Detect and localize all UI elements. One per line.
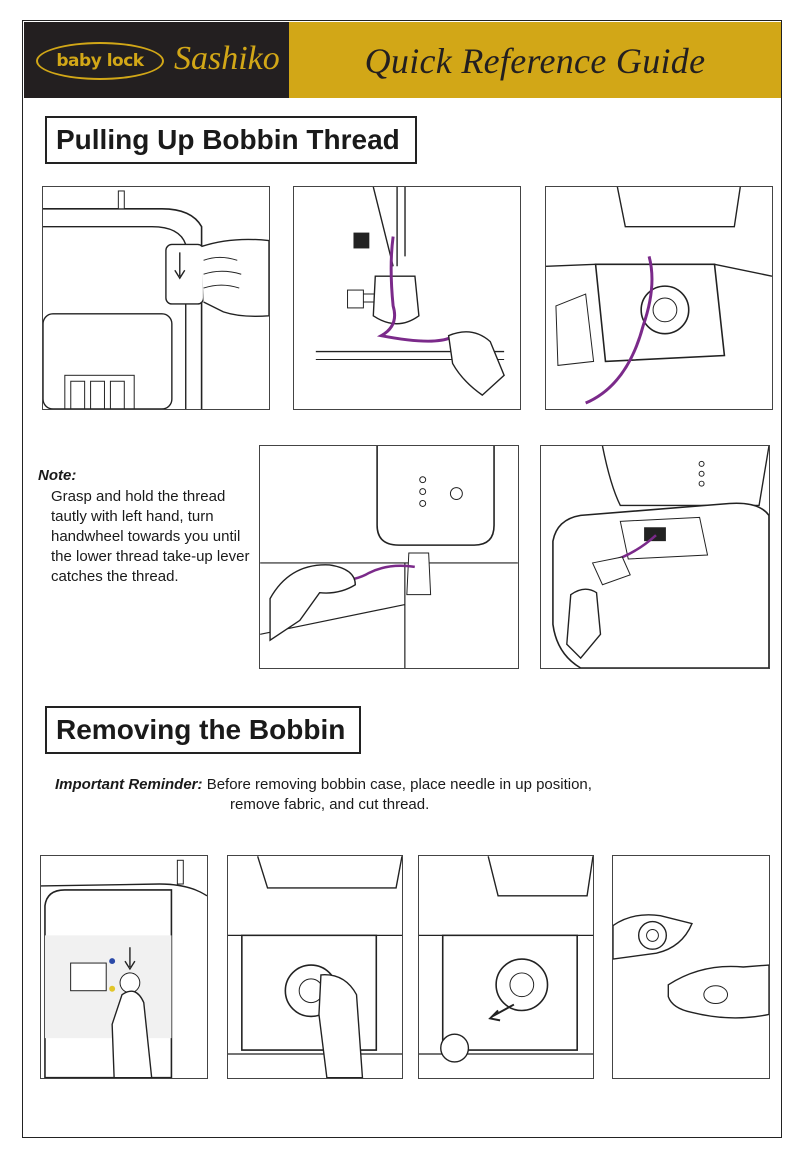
model-name: Sashiko — [174, 40, 280, 77]
step-image-bobbin-thread-loop — [545, 186, 773, 410]
title-block: Quick Reference Guide — [289, 22, 781, 98]
reminder-label: Important Reminder: — [55, 776, 203, 793]
needle-position-button-icon — [41, 859, 207, 1078]
needle-thread-pull-icon — [315, 187, 505, 397]
step-image-open-cover — [227, 855, 403, 1079]
open-hook-cover-icon — [228, 856, 402, 1078]
step-image-remove-case — [418, 855, 594, 1079]
reminder-text-line2: remove fabric, and cut thread. — [230, 796, 430, 813]
remove-bobbin-case-icon — [419, 856, 593, 1063]
reminder-text-line1: Before removing bobbin case, place needl… — [206, 776, 592, 793]
page-frame — [22, 20, 782, 1138]
note-text: Grasp and hold the thread tautly with le… — [51, 488, 250, 585]
step-image-pull-thread-up — [293, 186, 521, 410]
step-image-case-in-hand — [612, 855, 770, 1079]
bobbin-case-in-hand-icon — [613, 914, 769, 1019]
brand-block: baby lock Sashiko — [24, 22, 289, 98]
step-image-turn-handwheel — [42, 186, 270, 410]
step-image-thread-under-foot — [540, 445, 770, 669]
header-banner: baby lock Sashiko Quick Reference Guide — [24, 22, 781, 98]
note-label: Note: — [38, 467, 77, 484]
section-title-pulling-up-bobbin-thread: Pulling Up Bobbin Thread — [45, 116, 417, 164]
section-title-removing-the-bobbin: Removing the Bobbin — [45, 706, 361, 754]
guide-title: Quick Reference Guide — [364, 41, 706, 81]
handwheel-turn-icon — [43, 190, 269, 409]
bobbin-area-thread-icon — [546, 187, 772, 405]
step-image-hold-thread — [259, 445, 519, 669]
step-image-needle-up-button — [40, 855, 208, 1079]
thread-under-foot-icon — [552, 446, 769, 668]
hold-thread-icon — [260, 446, 518, 668]
brand-logo: baby lock — [36, 42, 164, 80]
brand-logo-text: baby lock — [56, 51, 144, 71]
important-reminder: Important Reminder: Before removing bobb… — [55, 775, 592, 795]
